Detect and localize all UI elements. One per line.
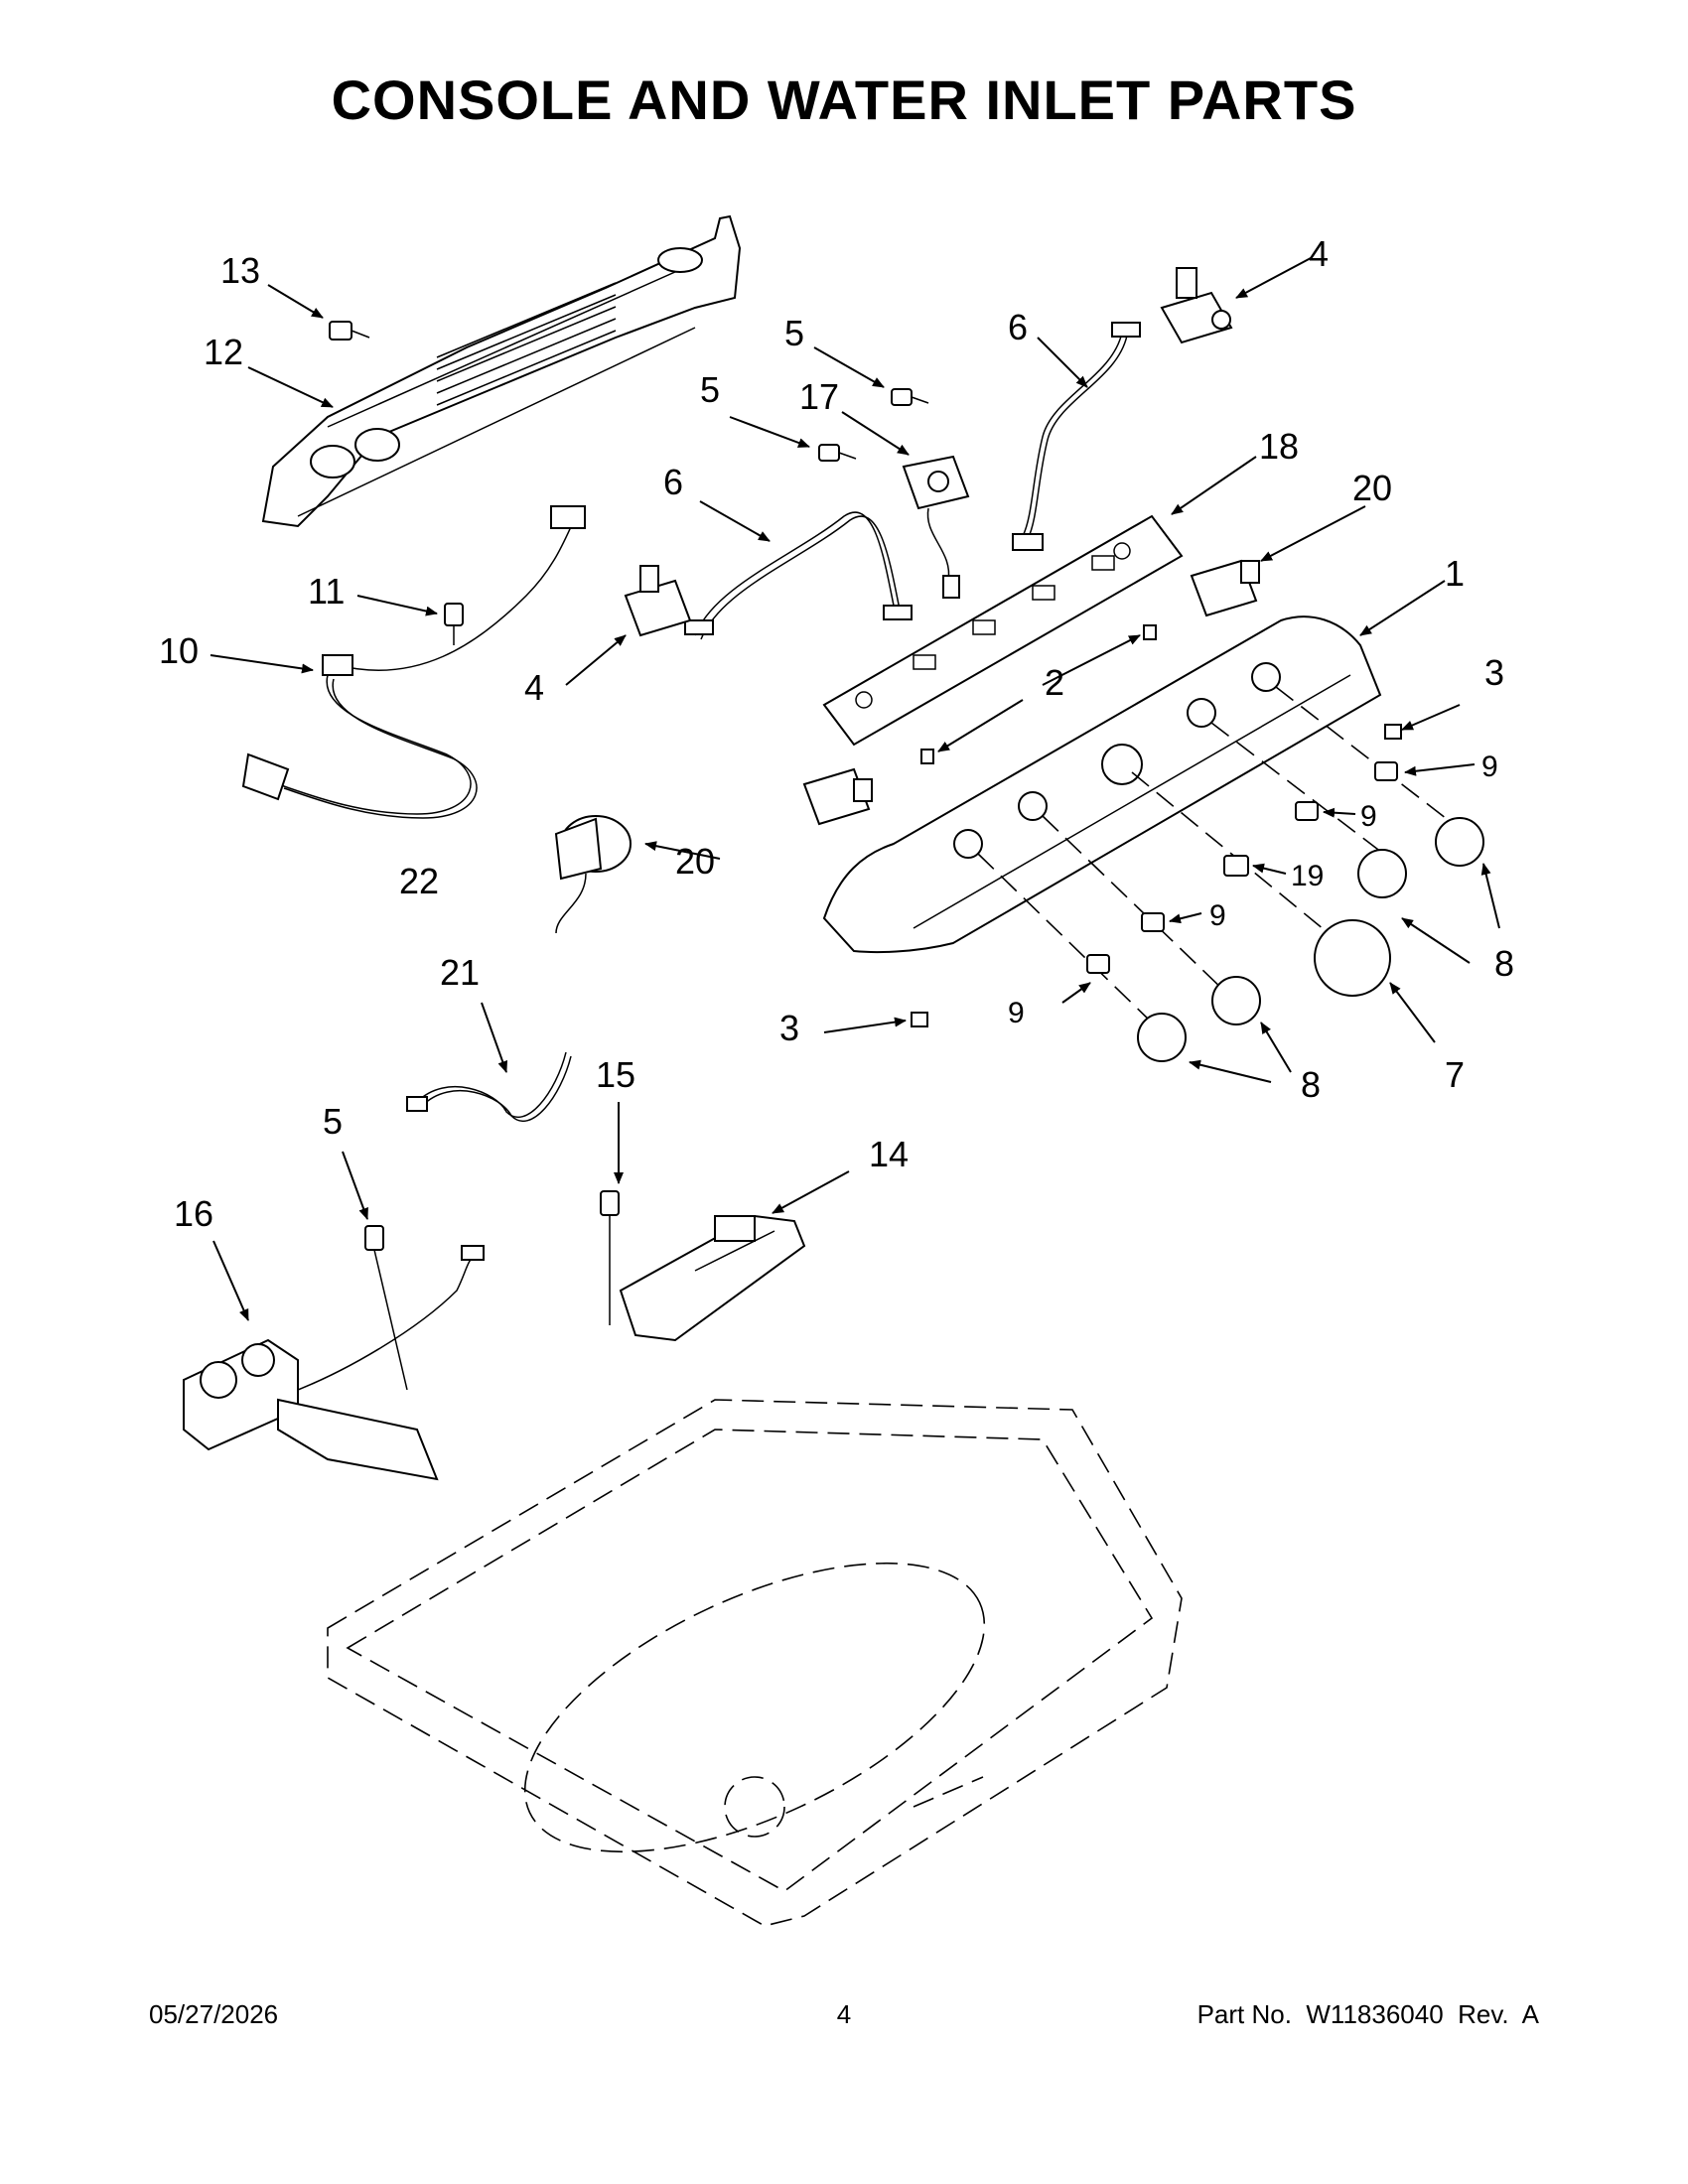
callout-15: 15 <box>596 1054 635 1095</box>
rotary-switch-right <box>1190 559 1260 617</box>
callout-8-right: 8 <box>1494 943 1514 984</box>
rotary-switch-left <box>802 767 873 826</box>
callout-13: 13 <box>220 250 260 291</box>
ground-screw <box>444 603 464 645</box>
callout-9-a: 9 <box>1481 751 1498 783</box>
callout-6-mid: 6 <box>663 462 683 502</box>
valve-screw <box>364 1225 408 1391</box>
console-back-panel <box>261 214 742 528</box>
footer-page-number: 4 <box>836 1999 852 2029</box>
lid-lock-sensor <box>902 455 970 599</box>
callout-9-d: 9 <box>1008 997 1025 1029</box>
callout-6-top: 6 <box>1008 307 1028 347</box>
machine-control-board <box>619 1214 806 1342</box>
callout-4-top: 4 <box>1309 233 1329 274</box>
callout-16: 16 <box>174 1193 213 1234</box>
console-housing <box>822 615 1382 954</box>
control-knobs <box>1137 817 1484 1062</box>
callout-7: 7 <box>1445 1054 1465 1095</box>
lid-lock-motor <box>554 815 632 934</box>
callout-2: 2 <box>1045 662 1064 703</box>
callout-labels: 13 12 5 5 17 4 6 18 20 6 11 10 4 1 2 3 9… <box>159 233 1514 1234</box>
callout-5-top: 5 <box>784 313 804 353</box>
knob-bushings <box>1086 761 1398 974</box>
footer-part-number: Part No. W11836040 Rev. A <box>1196 1999 1539 2029</box>
retainer-clip-upper <box>1384 724 1402 740</box>
callout-3-bottom: 3 <box>779 1008 799 1048</box>
callout-3-top: 3 <box>1484 652 1504 693</box>
callout-5-mid: 5 <box>700 369 720 410</box>
footer-date: 05/27/2026 <box>149 1999 279 2029</box>
console-clip-left <box>920 749 934 764</box>
callout-21: 21 <box>440 952 480 993</box>
callout-11: 11 <box>308 571 345 612</box>
retainer-clip-lower <box>911 1012 928 1027</box>
power-cord <box>241 505 586 819</box>
console-screw <box>329 321 370 341</box>
console-clip-right <box>1143 624 1157 640</box>
callout-12: 12 <box>204 332 243 372</box>
callout-8-bottom: 8 <box>1301 1064 1321 1105</box>
callout-20-left: 20 <box>675 841 715 882</box>
cabinet-top-outline <box>327 1399 1183 1927</box>
control-screw-lower <box>818 444 857 462</box>
callout-17: 17 <box>799 376 839 417</box>
callout-1: 1 <box>1445 553 1465 594</box>
wire-harness-upper <box>1012 322 1141 551</box>
callout-10: 10 <box>159 630 199 671</box>
rotary-switch-lower <box>624 565 692 637</box>
wire-harness-middle <box>684 511 913 640</box>
callout-20-top: 20 <box>1352 468 1392 508</box>
control-screw-upper <box>891 388 929 406</box>
leader-lines <box>210 257 1500 1321</box>
cycle-knob <box>1314 919 1391 997</box>
callout-9-b: 9 <box>1360 800 1377 833</box>
rotary-switch-upper <box>1160 267 1233 344</box>
mounting-screw <box>600 1190 620 1325</box>
water-inlet-valve <box>183 1245 485 1481</box>
user-interface-board <box>822 514 1184 747</box>
callout-19: 19 <box>1291 860 1324 892</box>
callout-18: 18 <box>1259 426 1299 467</box>
page-title: CONSOLE AND WATER INLET PARTS <box>331 68 1357 131</box>
callout-14: 14 <box>869 1134 909 1174</box>
callout-9-c: 9 <box>1209 899 1226 932</box>
callout-4-mid: 4 <box>524 667 544 708</box>
wire-harness-lower <box>406 1051 572 1123</box>
callout-5-bottom: 5 <box>323 1101 343 1142</box>
callout-22: 22 <box>399 861 439 901</box>
